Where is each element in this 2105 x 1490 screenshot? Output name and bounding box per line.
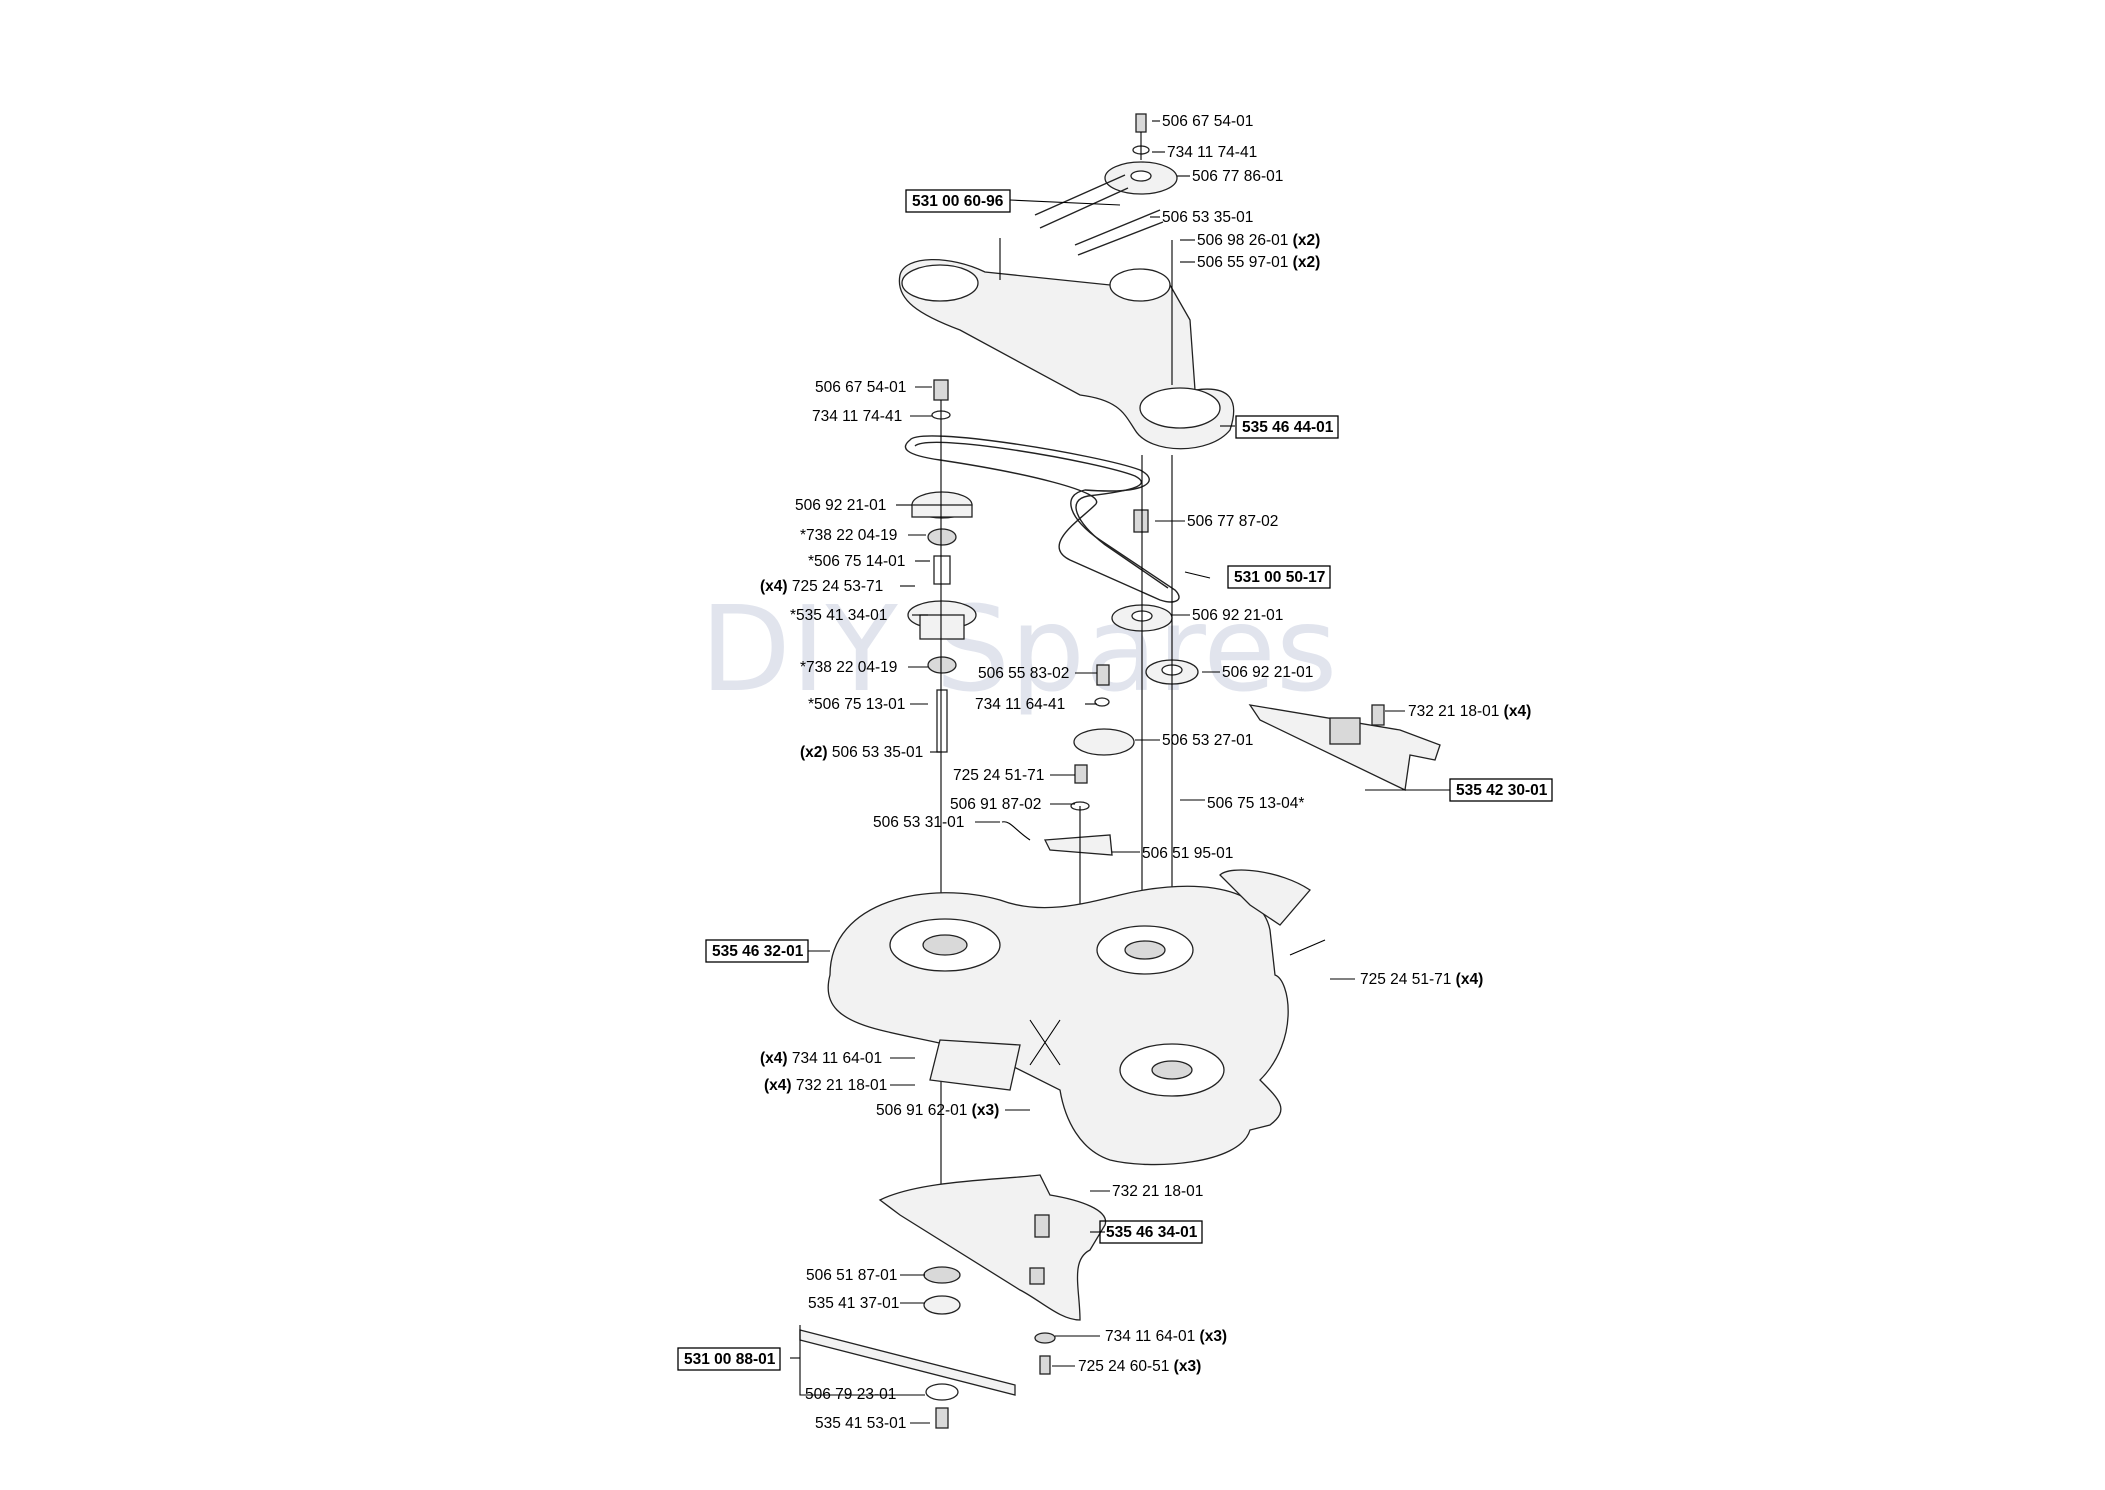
- label-506-53-35-01-lower: (x2) 506 53 35-01: [800, 744, 923, 761]
- label-535-41-34-01: *535 41 34-01: [790, 607, 887, 624]
- box-535-46-34-01: [1099, 1220, 1203, 1244]
- label-506-67-54-01-left: 506 67 54-01: [815, 379, 906, 396]
- box-531-00-50-17: [1227, 565, 1331, 589]
- label-506-92-21-01-left: 506 92 21-01: [795, 497, 886, 514]
- top-belt-strap: [1034, 174, 1129, 229]
- label-506-92-21-01-right: 506 92 21-01: [1222, 664, 1313, 681]
- support-bracket: [1248, 704, 1441, 791]
- label-535-46-32-01: 535 46 32-01: [712, 943, 804, 960]
- label-734-11-64-01-deck: (x4) 734 11 64-01: [760, 1050, 882, 1067]
- idler-arm: [1043, 834, 1113, 856]
- label-506-77-87-02: 506 77 87-02: [1187, 513, 1278, 530]
- label-535-46-44-01: 535 46 44-01: [1242, 419, 1334, 436]
- label-535-46-34-01: 535 46 34-01: [1106, 1224, 1198, 1241]
- label-732-21-18-01-deck: (x4) 732 21 18-01: [764, 1077, 887, 1094]
- deck-belt: [904, 435, 1180, 603]
- idler-pulley: [1073, 728, 1135, 756]
- belt-guard-cover: [898, 238, 1235, 450]
- label-734-11-74-41-left: 734 11 74-41: [812, 408, 902, 425]
- deck-handle: [1219, 869, 1311, 926]
- label-506-53-35-01-top: 506 53 35-01: [1162, 209, 1253, 226]
- label-531-00-88-01: 531 00 88-01: [684, 1351, 776, 1368]
- box-535-46-44-01: [1235, 415, 1339, 439]
- label-506-75-14-01: *506 75 14-01: [808, 553, 905, 570]
- label-531-00-60-96: 531 00 60-96: [912, 193, 1004, 210]
- label-506-53-31-01: 506 53 31-01: [873, 814, 964, 831]
- label-734-11-64-41: 734 11 64-41: [975, 696, 1065, 713]
- label-506-53-27-01: 506 53 27-01: [1162, 732, 1253, 749]
- leader-lines: [790, 120, 1450, 1424]
- label-732-21-18-01-lower: 732 21 18-01: [1112, 1183, 1203, 1200]
- label-506-75-13-01: *506 75 13-01: [808, 696, 905, 713]
- label-535-42-30-01: 535 42 30-01: [1456, 782, 1548, 799]
- label-738-22-04-19-lower: *738 22 04-19: [800, 659, 897, 676]
- label-535-41-37-01: 535 41 37-01: [808, 1295, 899, 1312]
- label-506-55-83-02: 506 55 83-02: [978, 665, 1069, 682]
- top-pulley-assembly: [1034, 113, 1178, 256]
- left-spindle-shaft: [936, 689, 948, 753]
- label-725-24-51-71: 725 24 51-71: [953, 767, 1044, 784]
- idler-spring: [1001, 821, 1031, 841]
- label-725-24-51-71-deck: 725 24 51-71 (x4): [1360, 971, 1483, 988]
- label-725-24-53-71: (x4) 725 24 53-71: [760, 578, 883, 595]
- label-535-41-53-01: 535 41 53-01: [815, 1415, 906, 1432]
- label-506-91-87-02: 506 91 87-02: [950, 796, 1041, 813]
- top-bolt: [1135, 113, 1147, 133]
- label-506-67-54-01-top: 506 67 54-01: [1162, 113, 1253, 130]
- label-506-77-86-01: 506 77 86-01: [1192, 168, 1283, 185]
- label-506-51-87-01: 506 51 87-01: [806, 1267, 897, 1284]
- box-531-00-60-96: [905, 189, 1011, 213]
- center-idler-stack: [1001, 455, 1199, 1020]
- label-734-11-64-01-lower: 734 11 64-01 (x3): [1105, 1328, 1227, 1345]
- label-734-11-74-41-top: 734 11 74-41: [1167, 144, 1257, 161]
- box-531-00-88-01: [677, 1347, 781, 1371]
- label-506-91-62-01: 506 91 62-01 (x3): [876, 1102, 999, 1119]
- label-506-79-23-01: 506 79 23-01: [805, 1386, 896, 1403]
- box-535-42-30-01: [1449, 778, 1553, 802]
- part-number-labels: 506 67 54-01 734 11 74-41 506 77 86-01 5…: [677, 113, 1553, 1432]
- label-506-75-13-04: 506 75 13-04*: [1207, 795, 1304, 812]
- baffle-plate: [878, 1174, 1107, 1321]
- box-535-46-32-01: [705, 939, 809, 963]
- mower-deck-housing: [827, 869, 1311, 1166]
- blade-assembly: [799, 1266, 1056, 1429]
- label-506-55-97-01: 506 55 97-01 (x2): [1197, 254, 1320, 271]
- label-506-92-21-01-center: 506 92 21-01: [1192, 607, 1283, 624]
- label-506-51-95-01: 506 51 95-01: [1142, 845, 1233, 862]
- left-spindle-stack: [907, 379, 977, 1230]
- label-531-00-50-17: 531 00 50-17: [1234, 569, 1325, 586]
- label-725-24-60-51: 725 24 60-51 (x3): [1078, 1358, 1201, 1375]
- left-top-bolt: [933, 379, 949, 401]
- label-506-98-26-01: 506 98 26-01 (x2): [1197, 232, 1320, 249]
- label-738-22-04-19-upper: *738 22 04-19: [800, 527, 897, 544]
- watermark-text: DIY Spares: [700, 580, 1337, 718]
- label-732-21-18-01-bracket: 732 21 18-01 (x4): [1408, 703, 1531, 720]
